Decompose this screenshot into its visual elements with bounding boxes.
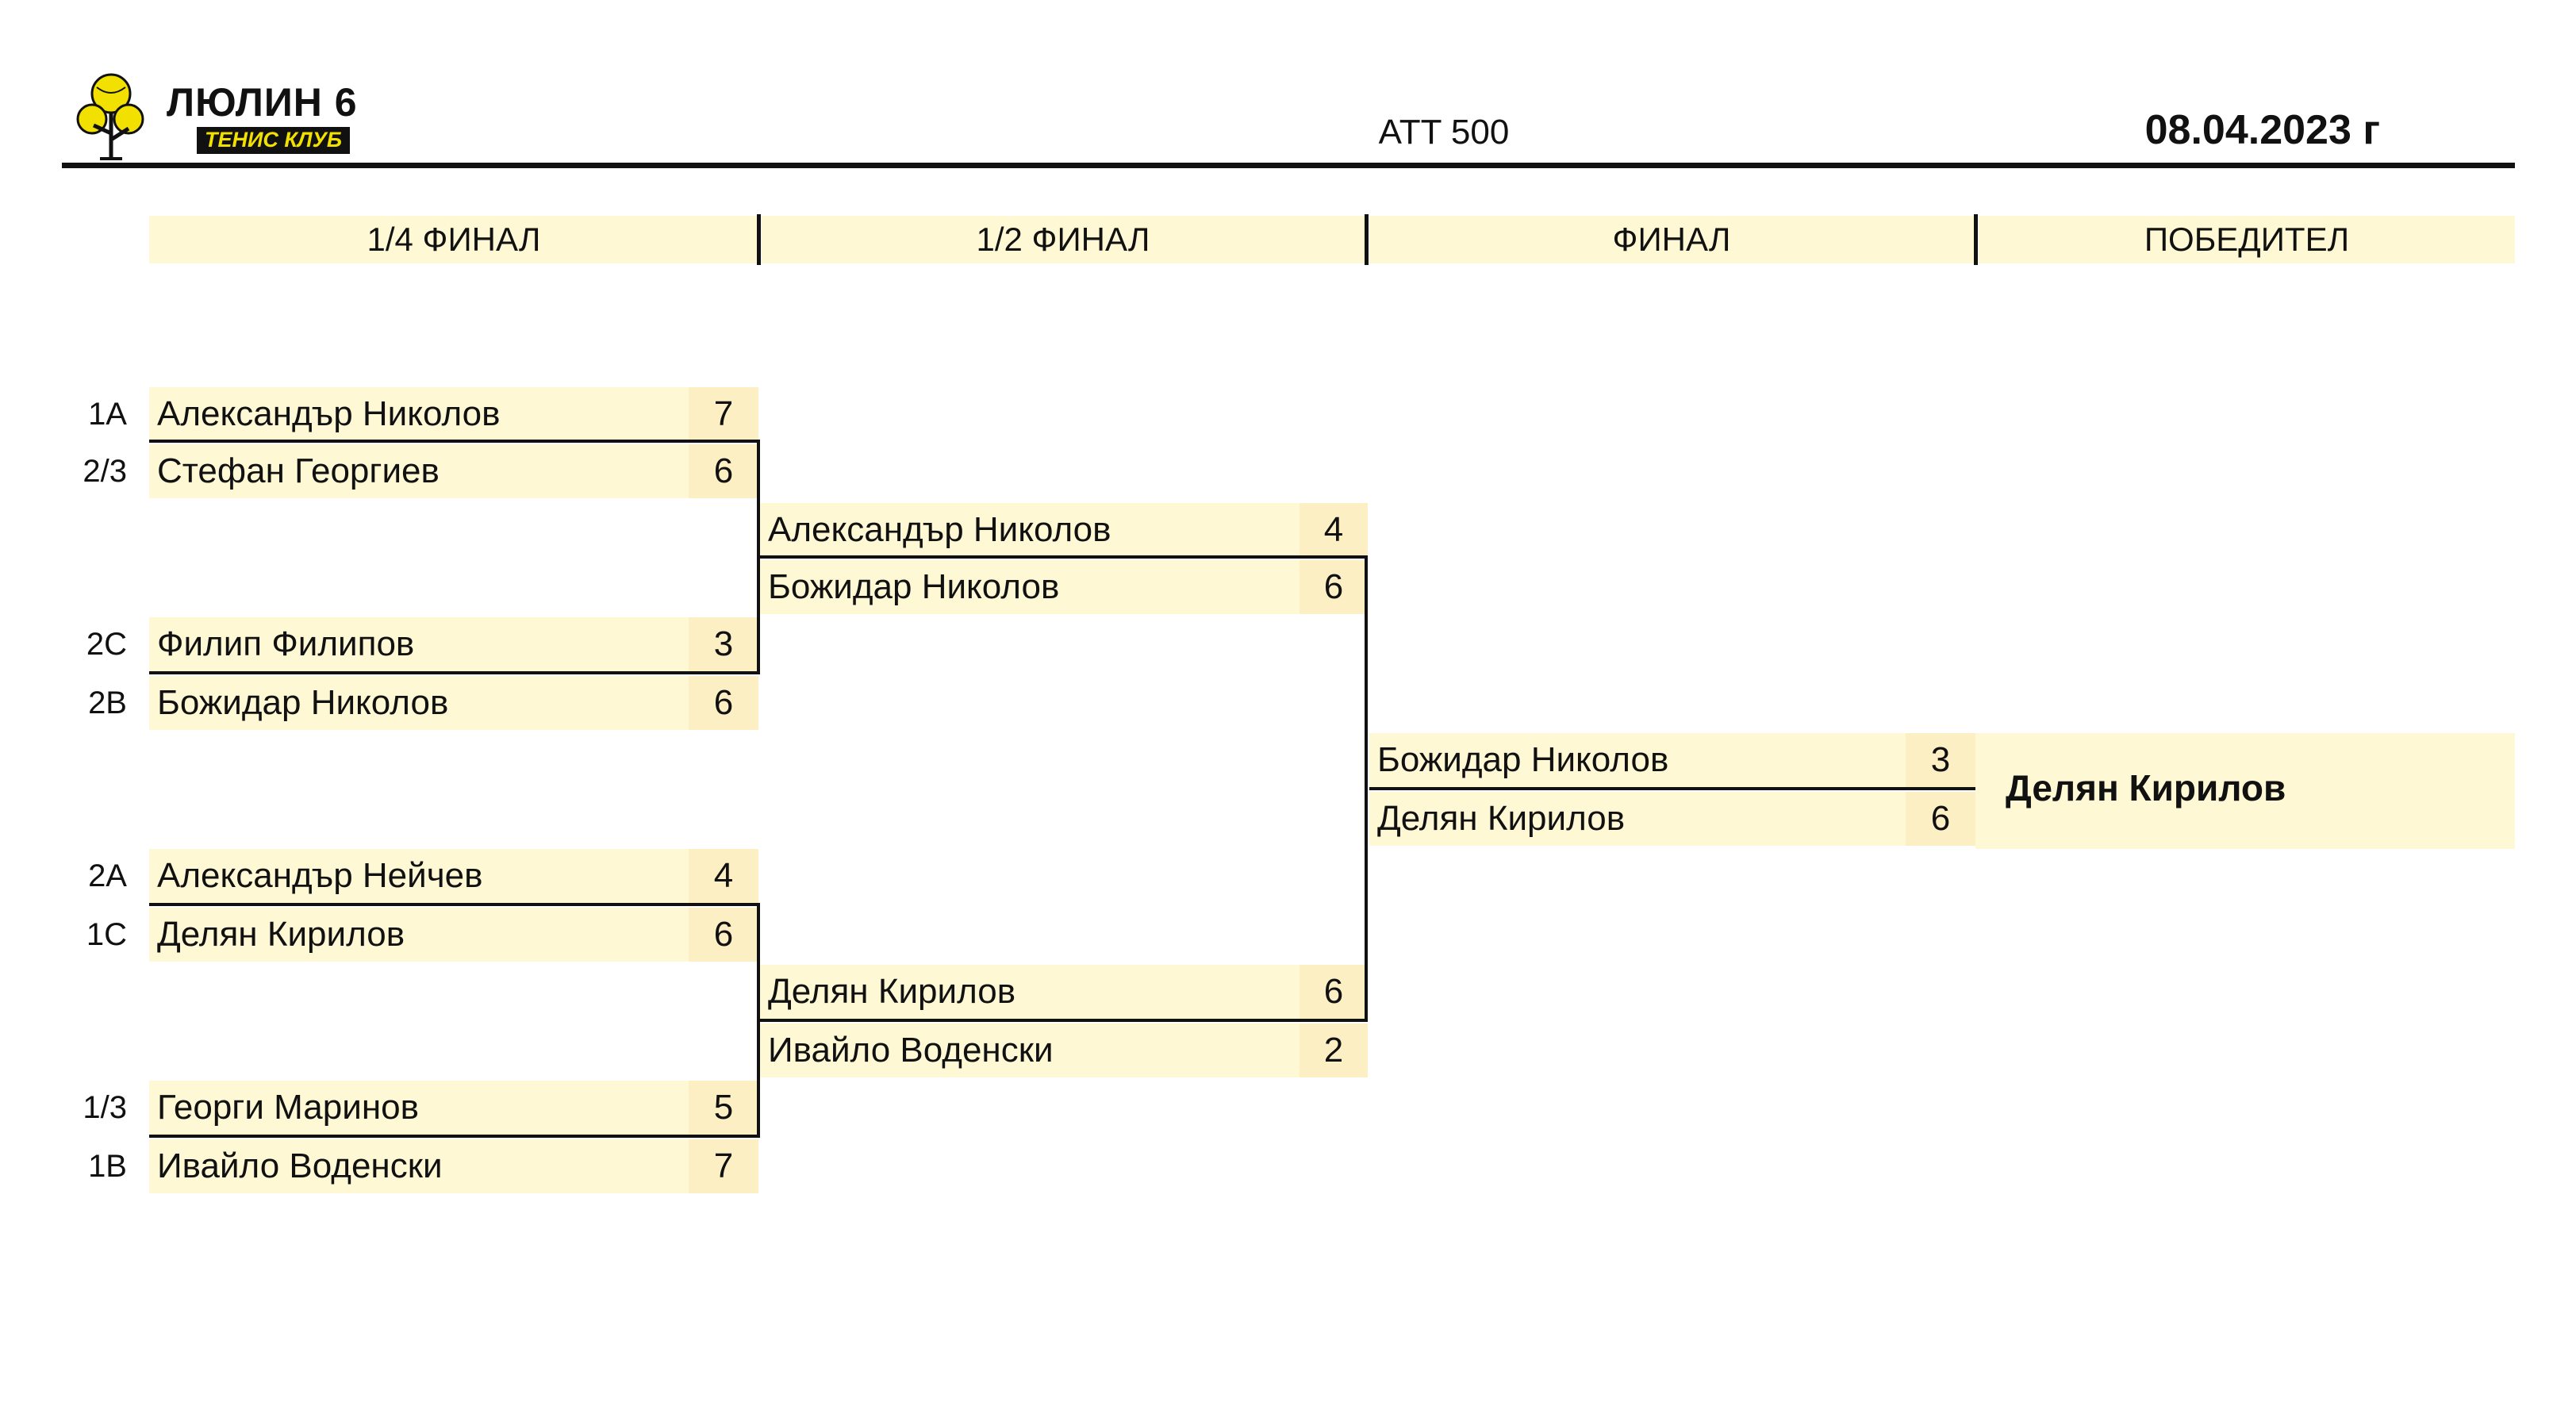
seed-label: 2B: [88, 685, 127, 720]
winner-box: [1975, 733, 2515, 849]
player-name: Ивайло Воденски: [760, 1024, 1300, 1077]
player-name: Георги Маринов: [149, 1081, 689, 1135]
match-divider: [760, 1019, 1368, 1022]
match-divider: [1369, 787, 1975, 790]
event-date: 08.04.2023 г: [2144, 107, 2380, 153]
player-name: Божидар Николов: [760, 560, 1300, 614]
player-score: 4: [689, 849, 758, 903]
player-name: Делян Кирилов: [1369, 792, 1906, 846]
round-separator: [1974, 214, 1978, 265]
player-name: Делян Кирилов: [149, 908, 689, 962]
seed-label: 1C: [86, 916, 127, 952]
club-logo-icon: [76, 73, 144, 160]
player-score: 5: [689, 1081, 758, 1135]
player-score: 3: [1906, 733, 1975, 787]
player-name: Александър Нейчев: [149, 849, 689, 903]
event-title: ATT 500: [1378, 113, 1510, 152]
player-score: 6: [1300, 965, 1368, 1019]
round-header-final: ФИНАЛ: [1369, 216, 1974, 263]
header-rule: [62, 163, 2515, 168]
bracket-connector: [757, 440, 760, 674]
seed-label: 2A: [88, 858, 127, 893]
player-score: 4: [1300, 503, 1368, 557]
round-header-semifinal: 1/2 ФИНАЛ: [762, 216, 1365, 263]
player-score: 3: [689, 617, 758, 671]
seed-label: 1A: [88, 396, 127, 432]
club-name: ЛЮЛИН 6: [167, 80, 358, 125]
bracket-connector: [757, 903, 760, 1138]
player-name: Божидар Николов: [1369, 733, 1906, 787]
player-score: 6: [1906, 792, 1975, 846]
round-header-winner: ПОБЕДИТЕЛ: [1979, 216, 2515, 263]
player-score: 7: [689, 387, 758, 441]
match-divider: [760, 555, 1368, 559]
player-name: Александър Николов: [149, 387, 689, 441]
match-divider: [149, 440, 760, 443]
player-score: 6: [1300, 560, 1368, 614]
player-name: Александър Николов: [760, 503, 1300, 557]
player-name: Божидар Николов: [149, 676, 689, 730]
player-score: 6: [689, 444, 758, 498]
club-subtitle: ТЕНИС КЛУБ: [197, 127, 350, 154]
seed-label: 2C: [86, 626, 127, 662]
player-name: Филип Филипов: [149, 617, 689, 671]
winner-name: Делян Кирилов: [2006, 767, 2286, 808]
seed-label: 1/3: [83, 1089, 127, 1125]
seed-label: 2/3: [83, 453, 127, 489]
player-score: 2: [1300, 1024, 1368, 1077]
round-separator: [1365, 214, 1369, 265]
player-name: Стефан Георгиев: [149, 444, 689, 498]
match-divider: [149, 671, 760, 674]
round-separator: [757, 214, 761, 265]
player-score: 6: [689, 676, 758, 730]
match-divider: [149, 1135, 760, 1138]
player-name: Ивайло Воденски: [149, 1139, 689, 1193]
player-score: 6: [689, 908, 758, 962]
match-divider: [149, 903, 760, 906]
seed-label: 1B: [88, 1148, 127, 1184]
bracket-connector: [1365, 555, 1368, 1022]
player-score: 7: [689, 1139, 758, 1193]
round-header-quarterfinal: 1/4 ФИНАЛ: [149, 216, 758, 263]
player-name: Делян Кирилов: [760, 965, 1300, 1019]
